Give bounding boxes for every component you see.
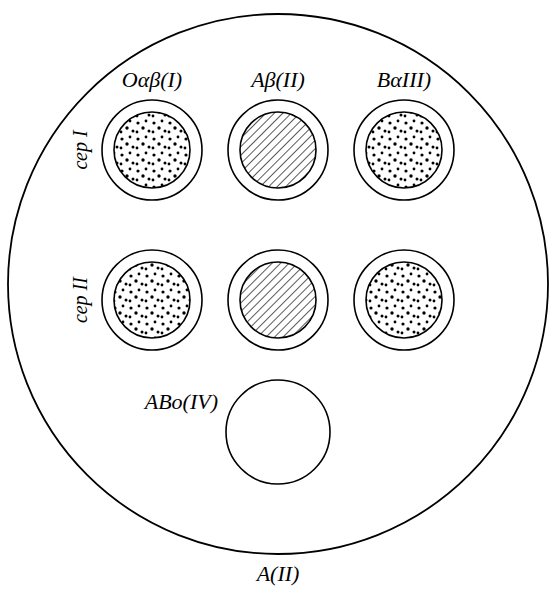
clear-drop <box>240 262 316 338</box>
well-ring <box>102 100 202 200</box>
serum-label: Aβ(II) <box>251 68 305 92</box>
serum-row-label: сер II <box>69 277 91 323</box>
plate-rim <box>8 14 548 554</box>
well-ring <box>354 100 454 200</box>
well-outline <box>100 375 340 490</box>
serum-two-row <box>102 250 454 350</box>
serum-label: ABo(IV) <box>145 390 218 414</box>
serum-label: Oαβ(I) <box>122 68 182 92</box>
drop <box>114 112 190 188</box>
serum-well: BαIII) <box>339 55 469 210</box>
well-ring <box>354 250 454 350</box>
well-ring <box>228 100 328 200</box>
well-ring <box>228 250 328 350</box>
drop <box>366 112 442 188</box>
well-ring <box>102 250 202 350</box>
empty-well <box>226 380 330 484</box>
drop <box>240 112 316 188</box>
agglutinated-drop <box>366 262 442 338</box>
plate-label: A(II) <box>257 562 300 586</box>
serum-well: ABo(IV) <box>100 375 340 490</box>
agglutinated-drop <box>114 262 190 338</box>
serum-row-label: сер I <box>69 130 91 169</box>
serum-well: Oαβ(I) <box>87 55 217 210</box>
serum-well: Aβ(II) <box>213 55 343 210</box>
serum-label: BαIII) <box>377 68 431 92</box>
